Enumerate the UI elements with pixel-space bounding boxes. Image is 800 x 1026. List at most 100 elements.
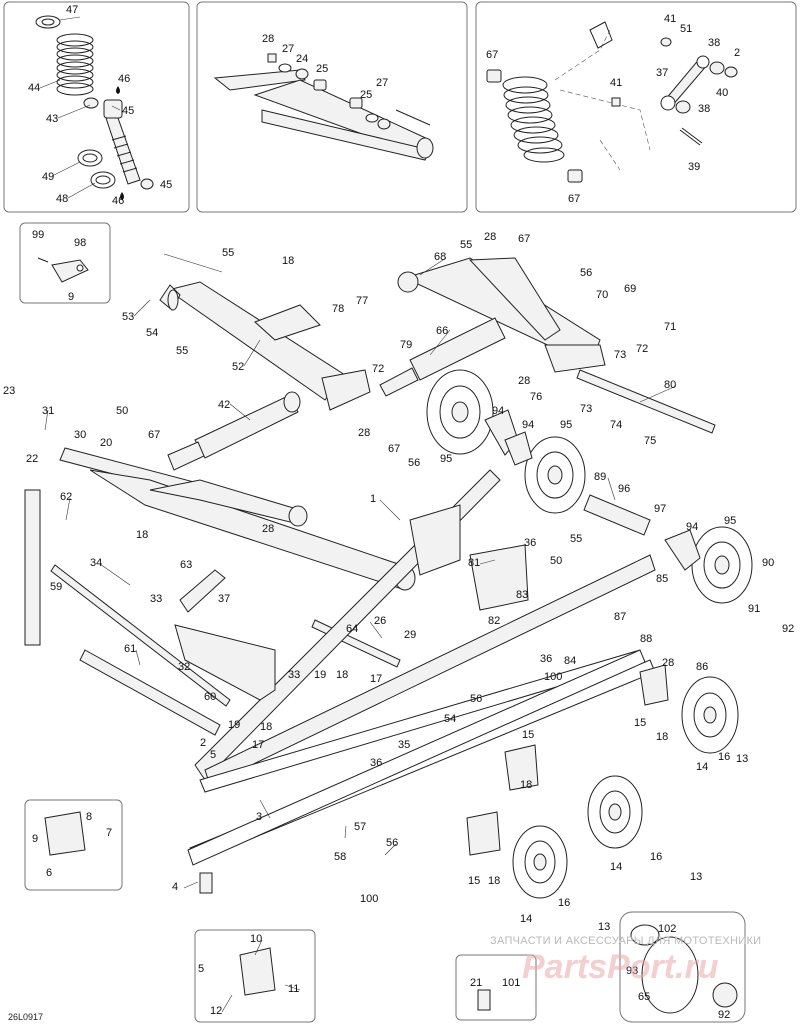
part-callout-91: 91 [748,603,760,615]
part-callout-18: 18 [336,669,348,681]
part-callout-16: 16 [718,751,730,763]
leader-line [369,621,383,639]
part-callout-76: 76 [530,391,542,403]
leader-line [67,182,96,199]
part-callout-90: 90 [762,557,774,569]
part-callout-18: 18 [260,721,272,733]
wheel-holder-15b [504,744,539,791]
part-callout-44: 44 [28,82,40,94]
part-callout-2: 2 [200,737,206,749]
leader-line [99,563,131,586]
part-callout-45: 45 [122,105,134,117]
part-callout-89: 89 [594,471,606,483]
part-callout-72: 72 [372,363,384,375]
part-callout-6: 6 [46,867,52,879]
part-callout-86: 86 [696,661,708,673]
part-callout-10: 10 [250,933,262,945]
part-callout-27: 27 [376,77,388,89]
part-callout-29: 29 [404,629,416,641]
part-callout-101: 101 [502,977,520,989]
rear-arm [397,257,606,373]
part-callout-5: 5 [210,749,216,761]
part-callout-93: 93 [626,965,638,977]
part-callout-54: 54 [146,327,158,339]
rear-shock-main [379,317,506,397]
inset-box-rear-shock [475,1,797,213]
part-callout-36: 36 [540,653,552,665]
part-callout-85: 85 [656,573,668,585]
part-callout-32: 32 [178,661,190,673]
part-callout-33: 33 [150,593,162,605]
leader-line [607,477,616,501]
leader-line [229,403,251,421]
idler-wheel-95b [524,436,586,514]
leader-line [133,299,151,317]
part-callout-55: 55 [460,239,472,251]
part-callout-56: 56 [408,457,420,469]
part-callout-98: 98 [74,237,86,249]
part-callout-28: 28 [662,657,674,669]
part-callout-19: 19 [314,669,326,681]
part-callout-12: 12 [210,1005,222,1017]
part-callout-88: 88 [640,633,652,645]
part-callout-2: 2 [734,47,740,59]
part-callout-18: 18 [136,529,148,541]
bar-61 [79,649,221,736]
part-callout-79: 79 [400,339,412,351]
wheel-holder-15a [639,664,669,706]
part-callout-46: 46 [118,73,130,85]
part-callout-28: 28 [358,427,370,439]
leader-line [183,881,199,889]
part-callout-58: 58 [334,851,346,863]
part-callout-55: 55 [570,533,582,545]
stopper-10 [239,947,276,996]
front-shock [167,391,301,471]
part-callout-41: 41 [664,13,676,25]
part-callout-92: 92 [718,1009,730,1021]
part-callout-30: 30 [74,429,86,441]
idler-wheel-95c [691,526,753,604]
part-callout-46: 46 [112,195,124,207]
part-callout-61: 61 [124,643,136,655]
part-callout-1: 1 [370,493,376,505]
part-callout-94: 94 [686,521,698,533]
part-callout-52: 52 [232,361,244,373]
part-callout-14: 14 [520,913,532,925]
part-callout-60: 60 [204,691,216,703]
slider-3 [187,649,646,866]
inset-box-grease [455,954,537,1021]
part-callout-81: 81 [468,557,480,569]
watermark-subtitle: ЗАПЧАСТИ И АКСЕССУАРЫ ДЛЯ МОТОТЕХНИКИ [490,935,761,947]
leader-line [254,939,263,956]
part-callout-20: 20 [100,437,112,449]
arm-linkage-assembly [213,53,434,161]
part-callout-8: 8 [86,811,92,823]
part-callout-87: 87 [614,611,626,623]
part-callout-62: 62 [60,491,72,503]
link-37 [179,569,226,613]
part-callout-67: 67 [568,193,580,205]
part-callout-50: 50 [550,555,562,567]
leader-line [384,843,397,856]
part-callout-22: 22 [26,453,38,465]
part-callout-67: 67 [518,233,530,245]
part-callout-35: 35 [398,739,410,751]
leader-line [429,329,451,356]
leader-line [639,385,677,403]
part-callout-84: 84 [564,655,576,667]
part-callout-7: 7 [106,827,112,839]
leader-line [65,497,71,521]
lower-arm [89,469,416,591]
bottom-wheel-14b [587,775,643,849]
part-callout-38: 38 [698,103,710,115]
part-callout-65: 65 [638,991,650,1003]
part-callout-39: 39 [688,161,700,173]
part-callout-9: 9 [68,291,74,303]
part-callout-78: 78 [332,303,344,315]
part-callout-82: 82 [488,615,500,627]
part-callout-73: 73 [614,349,626,361]
part-callout-43: 43 [46,113,58,125]
part-callout-83: 83 [516,589,528,601]
part-callout-42: 42 [218,399,230,411]
